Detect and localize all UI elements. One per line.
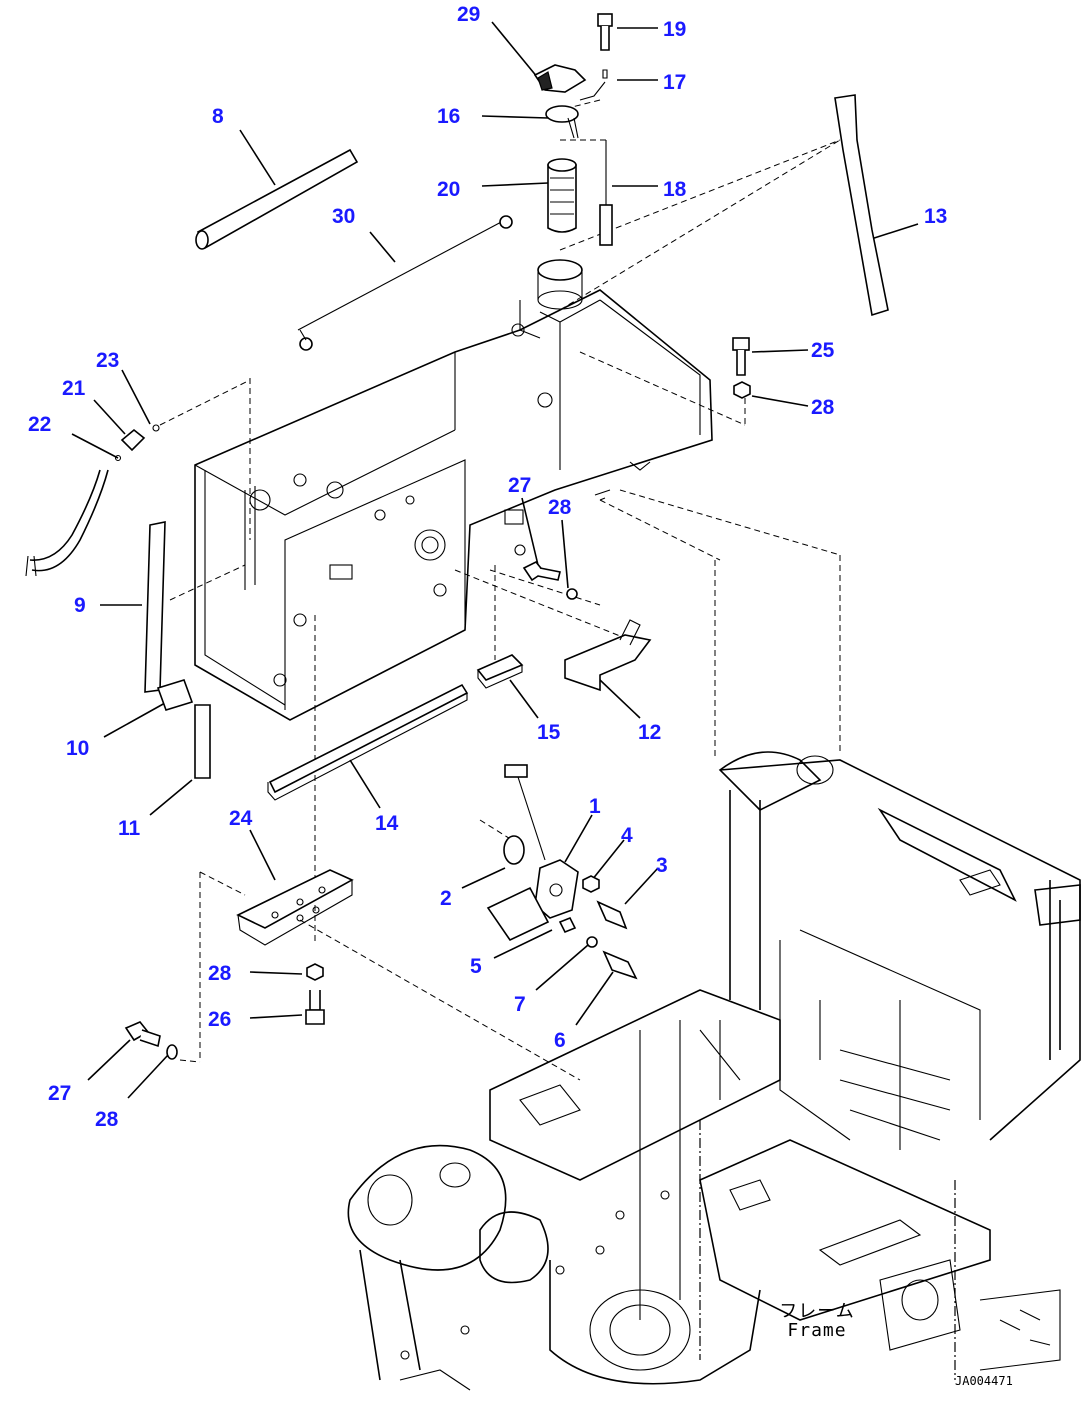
callout-23: 23 [96, 349, 120, 372]
frame-label: フレーム Frame [772, 1301, 862, 1341]
bolt-26 [305, 963, 325, 1025]
callout-8: 8 [212, 105, 224, 128]
callout-29: 29 [457, 3, 481, 26]
callout-22: 22 [28, 413, 52, 436]
callout-24: 24 [229, 807, 253, 830]
callout-7: 7 [514, 993, 526, 1016]
callout-27-lower: 27 [48, 1082, 72, 1105]
callout-19: 19 [663, 18, 687, 41]
callout-2: 2 [440, 887, 452, 910]
callout-20: 20 [437, 178, 461, 201]
bolt-25 [732, 337, 751, 399]
callout-5: 5 [470, 955, 482, 978]
hoses-9-10-11 [144, 521, 211, 779]
callout-15: 15 [537, 721, 561, 744]
hose-13 [834, 94, 889, 317]
callout-28-mid: 28 [548, 496, 572, 519]
bracket-24 [236, 869, 354, 946]
frame-label-jp: フレーム [779, 1301, 855, 1322]
callout-1: 1 [589, 795, 601, 818]
callout-27-mid: 27 [508, 474, 532, 497]
bracket-12 [564, 619, 652, 692]
callout-16: 16 [437, 105, 461, 128]
callout-3: 3 [656, 854, 668, 877]
callout-28-bottom: 28 [95, 1108, 119, 1131]
assembly-lines [159, 99, 956, 1380]
callout-30: 30 [332, 205, 356, 228]
callout-14: 14 [375, 812, 399, 835]
callout-9: 9 [74, 594, 86, 617]
callout-17: 17 [663, 71, 687, 94]
hose-8 [195, 148, 359, 250]
callout-28-right: 28 [811, 396, 835, 419]
callout-6: 6 [554, 1029, 566, 1052]
hose-30 [297, 215, 513, 351]
frame-structure [347, 751, 1081, 1391]
strip-14 [267, 683, 469, 801]
callout-13: 13 [924, 205, 948, 228]
sensor-assembly [486, 764, 638, 980]
filler-assembly [533, 13, 613, 246]
callout-12: 12 [638, 721, 662, 744]
callout-21: 21 [62, 377, 86, 400]
callout-25: 25 [811, 339, 835, 362]
bolt-27-lower [124, 1021, 178, 1060]
callout-4: 4 [621, 824, 633, 847]
callout-18: 18 [663, 178, 687, 201]
leader-lines [71, 21, 919, 1099]
callout-28-lower: 28 [208, 962, 232, 985]
hydraulic-tank [194, 259, 713, 721]
callout-10: 10 [66, 737, 90, 760]
callout-26: 26 [208, 1008, 232, 1031]
drawing-code: JA004471 [955, 1374, 1013, 1388]
bolt-27-mid [522, 560, 578, 600]
callout-11: 11 [118, 817, 141, 840]
block-15 [476, 654, 524, 689]
fittings-21-23 [25, 424, 160, 577]
frame-label-en: Frame [787, 1319, 847, 1341]
